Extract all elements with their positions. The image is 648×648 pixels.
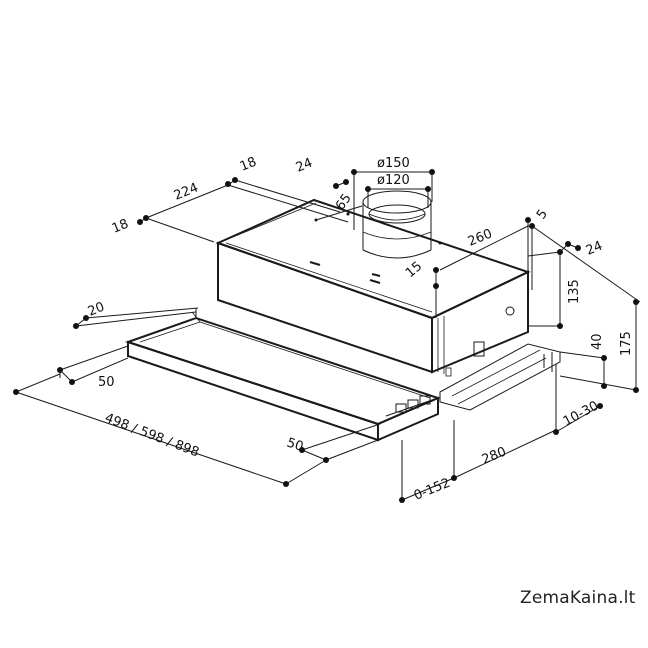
dim-175: 175 (619, 331, 634, 356)
watermark-text: ZemaKaina.lt (520, 588, 636, 608)
dim-24-top: 24 (294, 156, 315, 176)
dim-20: 20 (86, 300, 107, 320)
dim-120: ø120 (377, 173, 410, 188)
dim-5: 5 (534, 207, 551, 222)
hood-body (215, 198, 531, 377)
mounting-plate (439, 343, 561, 411)
dim-50-bottom: 50 (285, 436, 305, 455)
dim-498-598-898: 498 / 598 / 898 (103, 411, 201, 461)
dim-135: 135 (567, 279, 582, 304)
dim-280: 280 (480, 445, 509, 468)
duct-outlet (362, 190, 432, 259)
dimension-lines (15, 171, 641, 501)
dim-50-left: 50 (98, 375, 115, 390)
dim-10-30: 10-30 (561, 399, 601, 430)
dim-40: 40 (590, 333, 605, 350)
dim-18-top: 18 (238, 155, 259, 175)
dim-224: 224 (172, 181, 201, 204)
dim-15: 15 (403, 259, 425, 281)
dim-0-152: 0-152 (412, 476, 453, 504)
dim-150: ø150 (377, 156, 410, 171)
slide-out-tray (124, 308, 441, 442)
dim-260: 260 (466, 227, 495, 250)
dimension-dots (13, 169, 639, 503)
dim-24-right: 24 (584, 239, 605, 259)
dim-65: 65 (333, 191, 355, 213)
dim-18-left: 18 (110, 217, 131, 237)
